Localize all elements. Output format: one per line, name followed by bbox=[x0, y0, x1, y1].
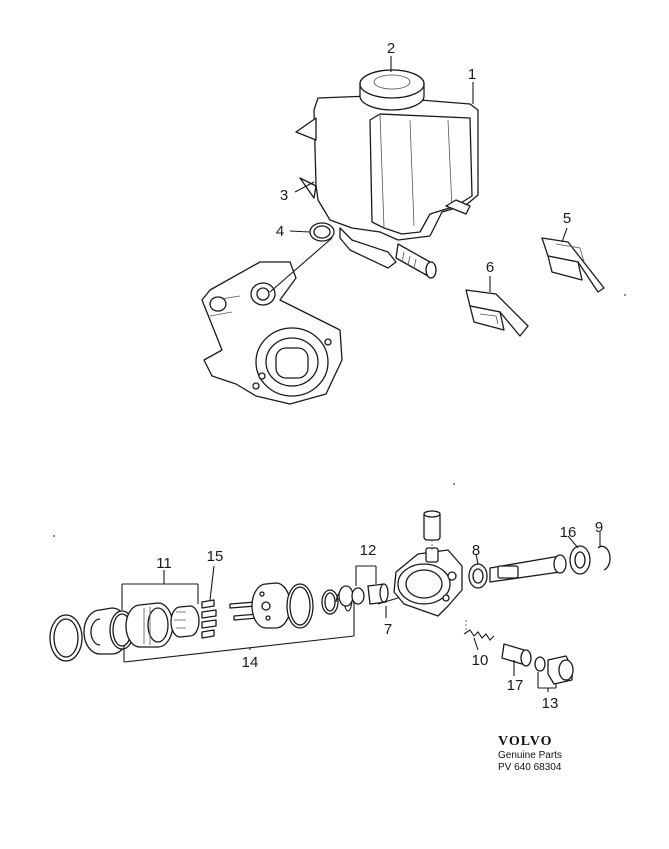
valve-spring bbox=[463, 620, 495, 641]
callout-10: 10 bbox=[472, 652, 489, 669]
o-ring-lower-2 bbox=[286, 583, 314, 629]
callout-8: 8 bbox=[472, 542, 480, 559]
reservoir-tank bbox=[295, 95, 479, 269]
reservoir-cap bbox=[359, 69, 425, 111]
callout-14: 14 bbox=[242, 654, 259, 671]
callout-4: 4 bbox=[276, 223, 284, 240]
callout-11: 11 bbox=[156, 555, 172, 572]
part-code: PV 640 68304 bbox=[498, 762, 562, 773]
o-ring-4 bbox=[309, 222, 335, 242]
snap-ring-9 bbox=[597, 545, 611, 571]
speck bbox=[53, 535, 55, 537]
pump-housing bbox=[393, 547, 463, 617]
callout-16: 16 bbox=[560, 524, 577, 541]
top-plug bbox=[423, 510, 441, 552]
callout-6: 6 bbox=[486, 259, 494, 276]
o-ring-lower-3 bbox=[321, 589, 339, 615]
callout-15: 15 bbox=[207, 548, 224, 565]
shaft-seal-8 bbox=[468, 563, 488, 589]
speck bbox=[453, 483, 455, 485]
pump-body bbox=[201, 261, 343, 405]
callout-17: 17 bbox=[507, 677, 524, 694]
leader-lines-lower bbox=[121, 532, 601, 692]
callout-2: 2 bbox=[387, 40, 395, 57]
speck bbox=[624, 294, 626, 296]
seal-ring-12 bbox=[351, 583, 389, 605]
callout-labels: 1 2 3 4 5 6 7 8 9 10 11 12 13 14 15 16 1… bbox=[156, 40, 603, 712]
cam-ring bbox=[125, 602, 174, 648]
callout-7: 7 bbox=[384, 621, 392, 638]
rotor bbox=[170, 605, 200, 638]
plug-13 bbox=[534, 655, 574, 685]
callout-13: 13 bbox=[542, 695, 559, 712]
snap-ring-left bbox=[49, 614, 83, 662]
drive-shaft bbox=[489, 554, 567, 583]
clip-5 bbox=[541, 237, 605, 293]
small-ring-7 bbox=[377, 597, 399, 605]
clip-6 bbox=[465, 289, 529, 337]
pressure-plate bbox=[251, 582, 291, 629]
callout-5: 5 bbox=[563, 210, 571, 227]
genuine-parts-label: Genuine Parts bbox=[498, 750, 562, 761]
brand-wordmark: VOLVO bbox=[498, 734, 553, 749]
vanes bbox=[201, 599, 217, 639]
callout-12: 12 bbox=[360, 542, 377, 559]
leader-lines-upper bbox=[269, 56, 568, 293]
volvo-genuine-parts-logo: VOLVO Genuine Parts PV 640 68304 bbox=[498, 734, 578, 774]
callout-3: 3 bbox=[280, 187, 288, 204]
bearing bbox=[569, 545, 591, 575]
callout-9: 9 bbox=[595, 519, 603, 536]
callout-1: 1 bbox=[468, 66, 476, 83]
outlet-nipple bbox=[395, 243, 437, 279]
flow-valve bbox=[501, 643, 532, 667]
